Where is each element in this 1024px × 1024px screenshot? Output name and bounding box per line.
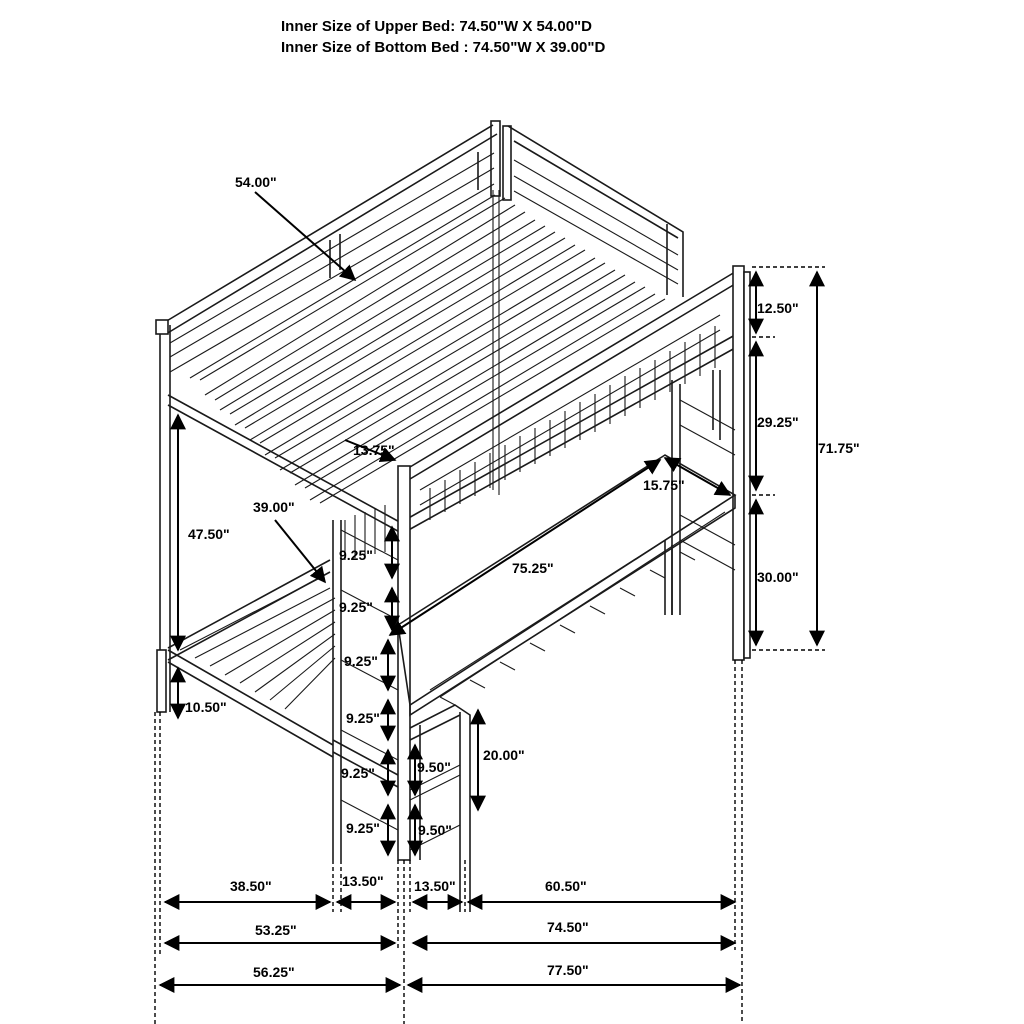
label-rail-height: 12.50" xyxy=(757,300,799,316)
label-desk-height: 30.00" xyxy=(757,569,799,585)
label-length-inner: 74.50" xyxy=(547,919,589,935)
dimension-arrows xyxy=(158,191,825,993)
label-bottom-bed-height: 10.50" xyxy=(185,699,227,715)
label-bottom-depth: 39.00" xyxy=(253,499,295,515)
label-ladder-step-4: 9.25" xyxy=(346,710,380,726)
label-bottom-bed-width: 38.50" xyxy=(230,878,272,894)
label-ladder-step-1: 9.25" xyxy=(339,547,373,563)
label-desk-depth: 15.75" xyxy=(643,477,685,493)
label-length-overall: 77.50" xyxy=(547,962,589,978)
label-shelf-height: 20.00" xyxy=(483,747,525,763)
label-bottom-clearance: 47.50" xyxy=(188,526,230,542)
label-ladder-step-6: 9.25" xyxy=(346,820,380,836)
label-desk-width: 60.50" xyxy=(545,878,587,894)
label-shelf-spacing-lower: 9.50" xyxy=(418,822,452,838)
label-desk-length: 75.25" xyxy=(512,560,554,576)
label-ladder-step-3: 9.25" xyxy=(344,653,378,669)
label-upper-depth: 54.00" xyxy=(235,174,277,190)
label-side-width-inner: 53.25" xyxy=(255,922,297,938)
bed-frame xyxy=(155,120,751,912)
dimension-labels: 54.00" 12.50" 29.25" 71.75" 13.75" 15.75… xyxy=(185,174,860,980)
label-shelf-spacing-upper: 9.50" xyxy=(417,759,451,775)
label-ladder-offset: 13.75" xyxy=(353,442,395,458)
label-ladder-step-5: 9.25" xyxy=(341,765,375,781)
label-ladder-width: 13.50" xyxy=(342,873,384,889)
label-ladder-step-2: 9.25" xyxy=(339,599,373,615)
label-side-width-overall: 56.25" xyxy=(253,964,295,980)
label-total-height: 71.75" xyxy=(818,440,860,456)
label-shelf-width: 13.50" xyxy=(414,878,456,894)
upper-bed-size-note: Inner Size of Upper Bed: 74.50"W X 54.00… xyxy=(281,18,592,35)
extension-lines xyxy=(154,266,825,1024)
label-upper-clearance: 29.25" xyxy=(757,414,799,430)
bottom-bed-size-note: Inner Size of Bottom Bed : 74.50"W X 39.… xyxy=(281,39,606,56)
